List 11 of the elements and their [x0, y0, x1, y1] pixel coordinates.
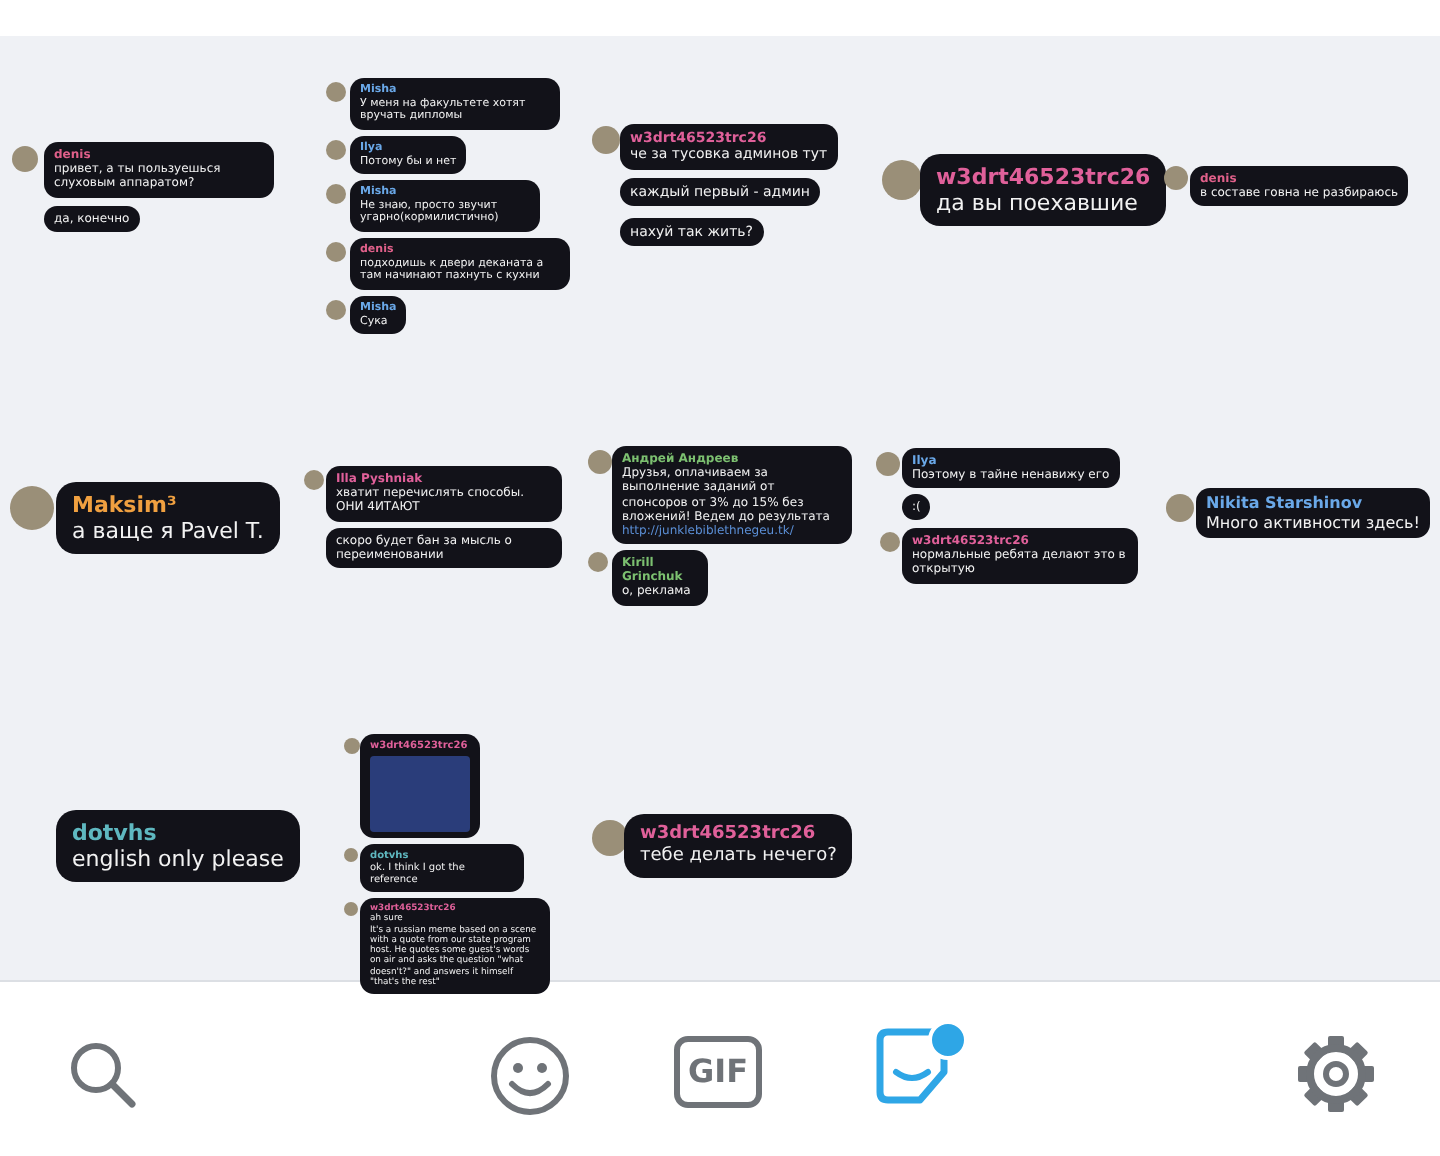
sender-name: w3drt46523trc26: [640, 824, 818, 846]
message-text: english only please: [72, 846, 284, 873]
sender-name: dotvhs: [72, 820, 159, 847]
gif-tab: GIF: [674, 1036, 762, 1108]
sender-name: Maksim³: [72, 492, 179, 519]
sender-name: Nikita Starshinov: [1206, 494, 1365, 514]
message-text: да вы поехавшие: [936, 190, 1140, 217]
sender-name: w3drt46523trc26: [936, 164, 1151, 191]
message-text: тебе делать нечего?: [640, 845, 837, 868]
message-text: а ваще я Pavel T.: [72, 518, 264, 545]
message-text: Много активности здесь!: [1206, 513, 1420, 533]
